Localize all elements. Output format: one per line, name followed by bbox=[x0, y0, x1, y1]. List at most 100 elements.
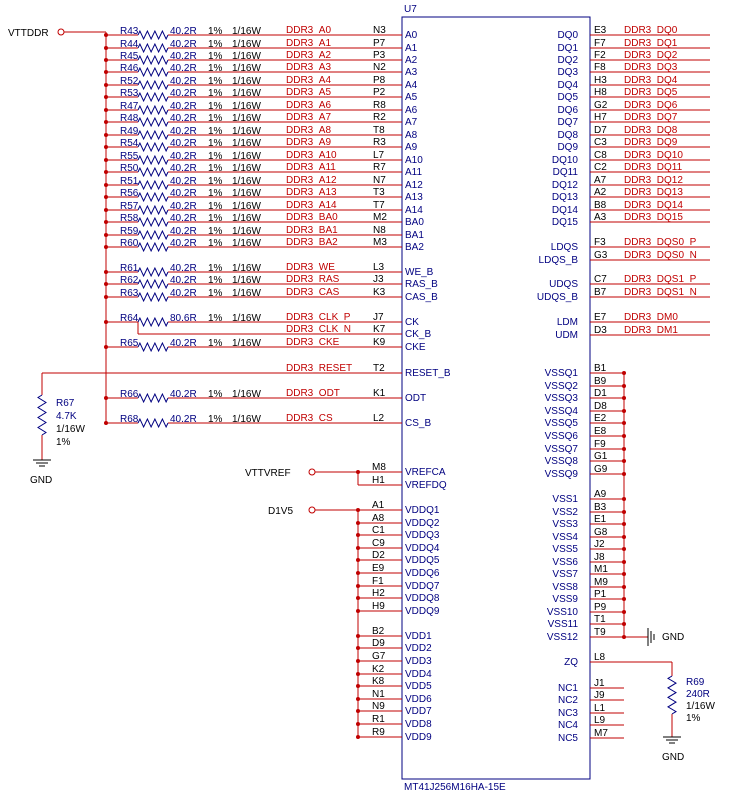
pin-num-R7: R7 bbox=[373, 162, 386, 173]
pin-name-LDM: LDM bbox=[557, 317, 578, 328]
pin-name-VSSQ8: VSSQ8 bbox=[545, 456, 579, 467]
pin-name-VSSQ6: VSSQ6 bbox=[545, 431, 579, 442]
resistor-R54 bbox=[137, 141, 169, 153]
res-val-R58: 40.2R bbox=[170, 213, 197, 224]
pin-num-H2: H2 bbox=[372, 588, 385, 599]
pin-num-C3: C3 bbox=[594, 137, 607, 148]
pin-name-CK_B: CK_B bbox=[405, 329, 431, 340]
pin-num-E8: E8 bbox=[594, 426, 607, 437]
pin-num-H3: H3 bbox=[594, 75, 607, 86]
res-val-R60: 40.2R bbox=[170, 238, 197, 249]
net-label-DDR3_DQ2: DDR3_DQ2 bbox=[624, 50, 678, 61]
resistor-R55 bbox=[137, 154, 169, 166]
res-pwr-R68: 1/16W bbox=[232, 414, 261, 425]
res-val-R48: 40.2R bbox=[170, 113, 197, 124]
res-tol-R49: 1% bbox=[208, 126, 223, 137]
pin-name-VREFCA: VREFCA bbox=[405, 467, 446, 478]
resistor-R68 bbox=[137, 417, 169, 429]
pin-name-VSSQ4: VSSQ4 bbox=[545, 406, 579, 417]
pin-name-A7: A7 bbox=[405, 117, 418, 128]
pin-num-R8: R8 bbox=[373, 100, 386, 111]
net-label-DDR3_A5: DDR3_A5 bbox=[286, 87, 331, 98]
res-pwr-R53: 1/16W bbox=[232, 88, 261, 99]
pin-name-A0: A0 bbox=[405, 30, 418, 41]
pin-num-A3: A3 bbox=[594, 212, 607, 223]
res-tol-R52: 1% bbox=[208, 76, 223, 87]
res-val-R45: 40.2R bbox=[170, 51, 197, 62]
pin-name-VDD7: VDD7 bbox=[405, 706, 432, 717]
pin-name-VSSQ5: VSSQ5 bbox=[545, 418, 579, 429]
pin-name-DQ5: DQ5 bbox=[557, 92, 578, 103]
res-val-R55: 40.2R bbox=[170, 151, 197, 162]
pin-name-VSSQ1: VSSQ1 bbox=[545, 368, 579, 379]
res-tol-R54: 1% bbox=[208, 138, 223, 149]
pin-name-VDDQ3: VDDQ3 bbox=[405, 530, 440, 541]
res-val-R50: 40.2R bbox=[170, 163, 197, 174]
net-label-DDR3_CKE: DDR3_CKE bbox=[286, 337, 340, 348]
pin-num-C1: C1 bbox=[372, 525, 385, 536]
pin-num-N2: N2 bbox=[373, 62, 386, 73]
pin-num-T3: T3 bbox=[373, 187, 385, 198]
pin-name-A11: A11 bbox=[405, 167, 422, 178]
pin-name-LDQS_B: LDQS_B bbox=[539, 255, 579, 266]
pin-num-F9: F9 bbox=[594, 439, 606, 450]
pin-name-VSS2: VSS2 bbox=[552, 507, 578, 518]
chip-part-number: MT41J256M16HA-15E bbox=[404, 782, 506, 793]
net-label-DDR3_DQS0_N: DDR3_DQS0_N bbox=[624, 250, 697, 261]
pin-num-D2: D2 bbox=[372, 550, 385, 561]
res-val-R68: 40.2R bbox=[170, 414, 197, 425]
pin-name-VDD6: VDD6 bbox=[405, 694, 432, 705]
r69-power: 1/16W bbox=[686, 701, 715, 712]
pin-name-DQ12: DQ12 bbox=[552, 180, 579, 191]
pin-name-UDM: UDM bbox=[555, 330, 578, 341]
r67-power: 1/16W bbox=[56, 424, 85, 435]
pin-name-ODT: ODT bbox=[405, 393, 426, 404]
pin-num-L1: L1 bbox=[594, 703, 606, 714]
net-label-DDR3_DQS1_N: DDR3_DQS1_N bbox=[624, 287, 697, 298]
net-label-DDR3_DQ1: DDR3_DQ1 bbox=[624, 38, 678, 49]
pin-num-T2: T2 bbox=[373, 363, 385, 374]
res-pwr-R62: 1/16W bbox=[232, 275, 261, 286]
res-val-R66: 40.2R bbox=[170, 389, 197, 400]
net-label-DDR3_DQ14: DDR3_DQ14 bbox=[624, 200, 683, 211]
pin-name-A12: A12 bbox=[405, 180, 423, 191]
pin-name-VDD5: VDD5 bbox=[405, 681, 432, 692]
net-label-DDR3_DQ10: DDR3_DQ10 bbox=[624, 150, 683, 161]
net-label-DDR3_DM1: DDR3_DM1 bbox=[624, 325, 678, 336]
res-tol-R43: 1% bbox=[208, 26, 223, 37]
pin-num-F3: F3 bbox=[594, 237, 606, 248]
pin-num-M1: M1 bbox=[594, 564, 608, 575]
res-val-R47: 40.2R bbox=[170, 101, 197, 112]
pin-name-VSS6: VSS6 bbox=[552, 557, 578, 568]
pin-name-VSSQ2: VSSQ2 bbox=[545, 381, 579, 392]
pin-name-CKE: CKE bbox=[405, 342, 426, 353]
net-label-DDR3_A11: DDR3_A11 bbox=[286, 162, 336, 173]
r69-tolerance: 1% bbox=[686, 713, 701, 724]
res-pwr-R50: 1/16W bbox=[232, 163, 261, 174]
res-ref-R64: R64 bbox=[120, 313, 139, 324]
res-pwr-R59: 1/16W bbox=[232, 226, 261, 237]
pin-num-M3: M3 bbox=[373, 237, 387, 248]
res-ref-R47: R47 bbox=[120, 101, 139, 112]
net-label-DDR3_DQS0_P: DDR3_DQS0_P bbox=[624, 237, 697, 248]
pin-num-E3: E3 bbox=[594, 25, 607, 36]
pin-num-B8: B8 bbox=[594, 200, 607, 211]
r69-value: 240R bbox=[686, 689, 710, 700]
vttvref-port bbox=[308, 468, 316, 476]
pin-num-H7: H7 bbox=[594, 112, 607, 123]
pin-num-N7: N7 bbox=[373, 175, 386, 186]
pin-name-VSS10: VSS10 bbox=[547, 607, 579, 618]
pin-num-G2: G2 bbox=[594, 100, 608, 111]
net-label-DDR3_A12: DDR3_A12 bbox=[286, 175, 337, 186]
net-label-DDR3_DQ12: DDR3_DQ12 bbox=[624, 175, 683, 186]
res-tol-R68: 1% bbox=[208, 414, 223, 425]
pin-num-B2: B2 bbox=[372, 626, 385, 637]
pin-name-VDD1: VDD1 bbox=[405, 631, 432, 642]
res-pwr-R51: 1/16W bbox=[232, 176, 261, 187]
pin-name-DQ8: DQ8 bbox=[557, 130, 578, 141]
pin-name-VSS9: VSS9 bbox=[552, 594, 578, 605]
pin-num-F8: F8 bbox=[594, 62, 606, 73]
pin-num-R2: R2 bbox=[373, 112, 386, 123]
net-label-DDR3_BA0: DDR3_BA0 bbox=[286, 212, 338, 223]
